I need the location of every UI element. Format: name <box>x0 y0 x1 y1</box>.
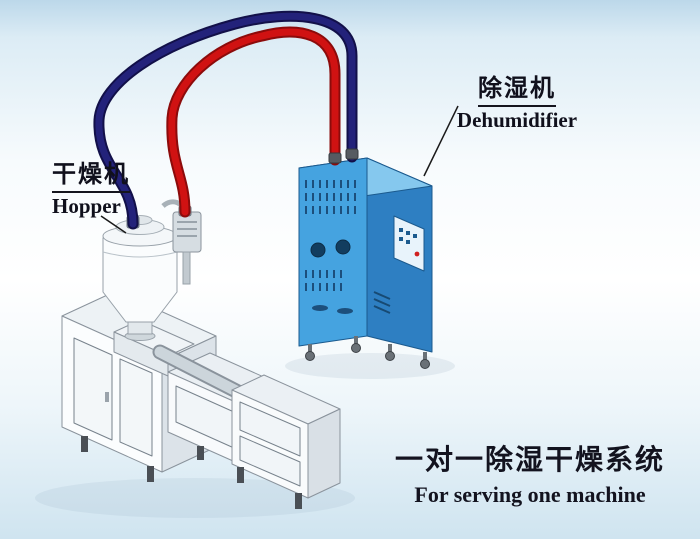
foot <box>147 466 154 482</box>
label-dehumidifier-en: Dehumidifier <box>456 108 578 133</box>
machine-shadow <box>35 478 355 518</box>
floor-shadows <box>35 353 455 518</box>
control-panel-buttons <box>399 228 417 244</box>
loader-downpipe <box>182 251 191 285</box>
caster-wheel <box>420 359 430 369</box>
gearbox-panel-upper <box>239 401 301 457</box>
door-handle <box>105 392 109 402</box>
machine-feet <box>81 436 302 509</box>
label-dehumidifier-cn: 除湿机 <box>478 75 556 108</box>
panel-button <box>406 231 410 235</box>
loader-vents <box>177 221 197 237</box>
foot <box>197 446 204 460</box>
panel-button <box>399 237 403 241</box>
label-hopper-en: Hopper <box>52 194 121 219</box>
dehumidifier-front-face <box>298 157 368 347</box>
cabinet-door-left <box>73 337 113 441</box>
casters <box>305 336 430 369</box>
slot-vent-right <box>337 308 353 314</box>
caster-wheel <box>385 351 395 361</box>
gearbox-side-face <box>307 408 341 499</box>
gearbox-panel-lower <box>239 435 301 487</box>
gauge-right <box>335 239 351 255</box>
foot <box>81 436 88 452</box>
system-caption-en: For serving one machine <box>414 482 646 507</box>
system-caption-cn: 一对一除湿干燥系统 <box>394 444 665 475</box>
dry-air-pipe-blue <box>95 12 356 228</box>
return-air-pipe-red <box>168 28 339 216</box>
gauge-left <box>310 242 326 258</box>
panel-button <box>413 234 417 238</box>
cabinet-door-right <box>119 358 153 457</box>
caster-stem <box>354 336 358 344</box>
pipe-fitting-red <box>328 152 342 164</box>
panel-button <box>399 228 403 232</box>
slot-vent-left <box>312 305 328 311</box>
front-vent-grid-lower <box>305 270 342 291</box>
front-vent-grid-upper <box>305 180 356 214</box>
dehumidifier-leader-line <box>423 105 459 177</box>
caster-wheel <box>305 351 315 361</box>
dehumidifier-unit <box>298 157 433 369</box>
label-hopper: 干燥机 Hopper <box>52 161 130 219</box>
leader-lines <box>100 105 459 234</box>
foot <box>295 493 302 509</box>
barrel <box>154 346 248 400</box>
air-pipes <box>93 10 359 230</box>
caster-stem <box>388 344 392 352</box>
label-dehumidifier: 除湿机 Dehumidifier <box>447 75 587 133</box>
caster-wheel <box>351 343 361 353</box>
hopper-leader-line <box>100 215 127 234</box>
panel-button <box>406 240 410 244</box>
loader-unit <box>172 211 202 253</box>
panel-indicator-light <box>414 251 420 257</box>
foot <box>237 467 244 483</box>
system-caption: 一对一除湿干燥系统 For serving one machine <box>380 438 680 508</box>
pipe-fitting-blue <box>345 148 359 160</box>
caster-stem <box>308 344 312 352</box>
dehumidifier-shadow <box>285 353 455 379</box>
side-vents <box>373 291 391 314</box>
hopper-seam <box>102 251 178 258</box>
extruder-machine <box>61 290 341 509</box>
caster-stem <box>423 352 427 360</box>
label-hopper-cn: 干燥机 <box>52 161 130 194</box>
